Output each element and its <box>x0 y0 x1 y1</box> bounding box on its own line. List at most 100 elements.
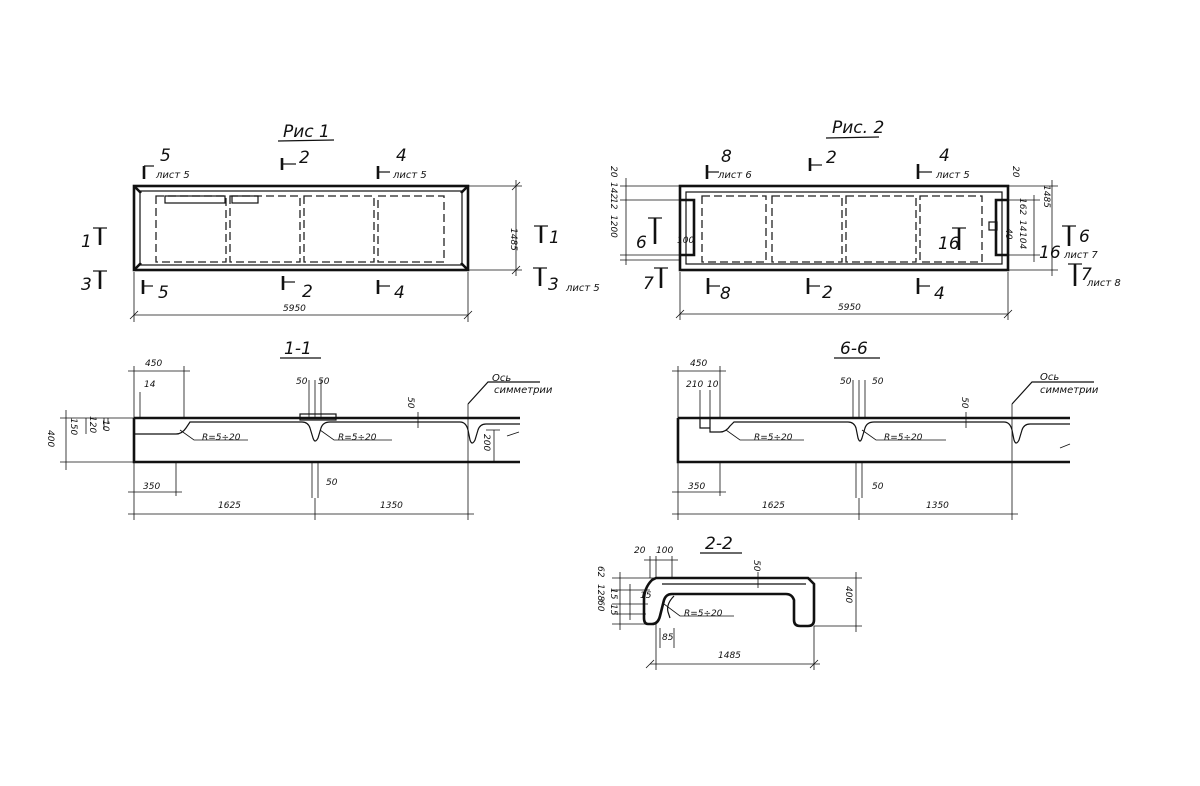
section-mark-5-bottom: 5 <box>141 280 169 303</box>
svg-text:симметрии: симметрии <box>1040 385 1099 396</box>
svg-text:6: 6 <box>636 233 647 253</box>
figure-2: Рис. 2 20 142 12 1200 100 8 лист 6 <box>608 118 1121 320</box>
fig1-opening-1 <box>164 195 226 204</box>
svg-text:50: 50 <box>318 377 330 387</box>
section-mark-1-left: 1 <box>81 227 107 252</box>
svg-text:1350: 1350 <box>380 501 403 511</box>
fig2-embedded-plate <box>988 221 998 231</box>
section-1-1-radius-1: R=5÷20 <box>179 429 248 443</box>
fig1-outline <box>132 184 470 272</box>
svg-text:2: 2 <box>302 282 313 302</box>
svg-text:7: 7 <box>643 274 654 294</box>
svg-text:1485: 1485 <box>508 228 518 251</box>
svg-text:R=5÷20: R=5÷20 <box>338 433 377 443</box>
svg-text:7: 7 <box>1081 265 1092 285</box>
section-1-1-axis-of-symmetry: Ось симметрии <box>467 373 553 520</box>
fig1-title-underline <box>277 139 335 142</box>
section-mark-4-top: 4 лист 5 <box>376 146 427 181</box>
section-1-1-radius-2: R=5÷20 <box>319 429 392 443</box>
fig1-dim-length: 5950 <box>129 272 473 322</box>
fig1-opening-2 <box>231 195 259 204</box>
svg-text:1485: 1485 <box>1041 185 1051 208</box>
svg-text:20: 20 <box>608 166 618 178</box>
svg-text:5950: 5950 <box>838 303 861 313</box>
svg-text:2: 2 <box>826 148 837 168</box>
section-1-1-bottom-dims: 350 50 1625 1350 <box>128 462 474 520</box>
section-6-6-radius-1: R=5÷20 <box>725 429 804 443</box>
section-mark-16-right: 16 <box>1039 243 1061 263</box>
svg-text:5: 5 <box>160 146 171 166</box>
svg-text:лист 6: лист 6 <box>717 170 752 181</box>
section-mark-3-right: 3 лист 5 <box>533 267 600 295</box>
svg-text:128: 128 <box>595 584 605 601</box>
section-2-2: 2-2 20 100 50 62 128 15 60 15 15 R=5÷20 <box>595 534 862 670</box>
svg-text:1: 1 <box>81 232 92 252</box>
section-6-6-radius-2: R=5÷20 <box>861 429 946 443</box>
svg-text:1485: 1485 <box>718 651 741 661</box>
section-mark-3-left: 3 <box>81 270 107 295</box>
fig2-outline <box>678 184 1010 272</box>
section-1-1-top-dims: 450 14 50 50 50 <box>128 359 426 428</box>
svg-text:14: 14 <box>144 380 156 390</box>
svg-text:R=5÷20: R=5÷20 <box>202 433 241 443</box>
svg-text:50: 50 <box>872 377 884 387</box>
section-2-2-radius: R=5÷20 <box>663 603 734 619</box>
svg-text:104: 104 <box>1017 232 1027 249</box>
svg-text:6: 6 <box>1079 227 1090 247</box>
svg-text:2: 2 <box>822 283 833 303</box>
svg-text:5: 5 <box>158 283 169 303</box>
svg-text:лист 5: лист 5 <box>155 170 190 181</box>
svg-text:4: 4 <box>396 146 407 166</box>
section-2-2-left-dims: 62 128 15 60 15 15 <box>595 566 656 630</box>
svg-text:R=5÷20: R=5÷20 <box>884 433 923 443</box>
fig1-dim-width: 1485 <box>468 180 522 276</box>
svg-text:10: 10 <box>100 420 110 432</box>
section-mark-5-top: 5 лист 5 <box>142 146 190 181</box>
section-2-2-profile <box>642 576 816 628</box>
svg-text:100: 100 <box>656 546 673 556</box>
svg-text:15: 15 <box>640 591 652 601</box>
section-mark-7-right: 7 лист 8 <box>1068 263 1121 289</box>
section-6-6-axis-of-symmetry: Ось симметрии <box>1011 372 1099 520</box>
section-1-1-right-dims: 200 <box>481 429 500 463</box>
fig1-panel-cells <box>155 195 445 263</box>
svg-text:15: 15 <box>608 588 618 600</box>
svg-text:симметрии: симметрии <box>494 385 553 396</box>
svg-text:Ось: Ось <box>492 373 511 384</box>
fig2-right-notch <box>994 198 1008 257</box>
fig2-panel-cells <box>701 195 983 263</box>
svg-text:62: 62 <box>595 566 605 578</box>
section-1-1-title: 1-1 <box>284 339 312 359</box>
section-mark-4-bottom: 4 <box>376 280 405 303</box>
section-6-6-profile <box>676 416 1071 464</box>
section-mark-8-top: 8 лист 6 <box>705 147 752 181</box>
fig1-title: Рис 1 <box>283 122 330 142</box>
section-6-6-bottom-dims: 350 50 1625 1350 <box>672 462 1018 520</box>
svg-text:8: 8 <box>721 147 732 167</box>
section-mark-2-bottom: 2 <box>281 276 313 302</box>
svg-text:450: 450 <box>690 359 707 369</box>
svg-text:лист 5: лист 5 <box>565 283 600 294</box>
section-mark-4-bottom-fig2: 4 <box>916 278 945 304</box>
fig2-left-dims: 20 142 12 1200 100 <box>608 166 694 265</box>
section-mark-2-top: 2 <box>280 148 310 170</box>
figure-1: Рис 1 5 лист 5 2 4 лист 5 <box>81 122 600 322</box>
section-1-1-left-dims: 400 150 120 10 <box>45 410 134 470</box>
section-2-2-top-dims: 20 100 50 <box>634 546 766 588</box>
svg-text:лист 8: лист 8 <box>1086 278 1121 289</box>
svg-text:50: 50 <box>840 377 852 387</box>
fig1-inner-rib <box>139 190 463 266</box>
svg-text:R=5÷20: R=5÷20 <box>684 609 723 619</box>
section-mark-8-bottom: 8 <box>706 278 731 304</box>
svg-text:450: 450 <box>145 359 162 369</box>
svg-text:20: 20 <box>634 546 646 556</box>
svg-text:200: 200 <box>481 434 491 451</box>
svg-text:8: 8 <box>720 284 731 304</box>
svg-text:210: 210 <box>686 380 703 390</box>
fig1-corner-marks <box>133 185 469 271</box>
svg-text:350: 350 <box>143 482 160 492</box>
svg-text:лист 5: лист 5 <box>935 170 970 181</box>
svg-text:100: 100 <box>677 236 694 246</box>
svg-text:3: 3 <box>548 275 559 295</box>
svg-text:50: 50 <box>872 482 884 492</box>
